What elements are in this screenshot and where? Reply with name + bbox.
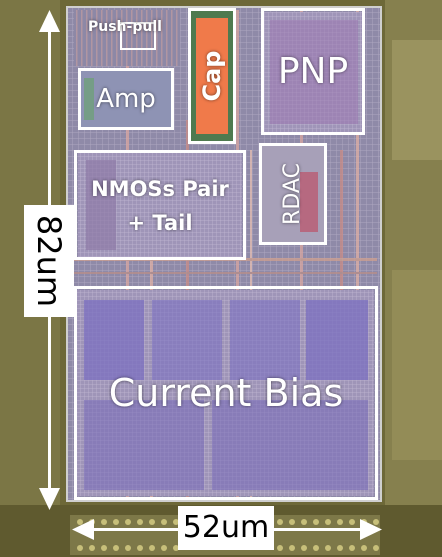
bias-transistor-6 [212, 400, 368, 490]
amp-block [80, 70, 172, 128]
bias-transistor-2 [152, 300, 222, 380]
current-bias-outline [74, 286, 378, 500]
cap-label: Cap [198, 50, 226, 102]
push-pull-outline [120, 22, 156, 50]
width-label-bg [178, 506, 274, 550]
nmos-label-line2: + Tail [127, 210, 193, 235]
bias-transistor-1 [84, 300, 144, 380]
nmos-outline [74, 150, 246, 260]
bias-transistor-4 [306, 300, 368, 380]
nmos-label-line1: NMOSs Pair [91, 176, 229, 201]
rdac-label: RDAC [280, 163, 305, 225]
amp-outline [78, 68, 174, 130]
cap-plate [196, 18, 228, 134]
amp-label: Amp [96, 84, 156, 114]
height-label-bg [24, 205, 74, 317]
width-label: 52um [182, 510, 270, 545]
pnp-core [270, 20, 358, 124]
substrate-pad-right-top [392, 40, 442, 160]
cap-outline [188, 8, 236, 144]
pushpull-block [74, 10, 180, 66]
amp-green-stripe [84, 78, 94, 120]
push-pull-label: Push-pull [88, 19, 162, 35]
rdac-resistor-strip [300, 172, 318, 232]
bias-transistor-3 [230, 300, 300, 380]
current-bias-label: Current Bias [108, 371, 344, 415]
width-arrow-left-icon [72, 519, 94, 540]
rdac-outline [259, 143, 327, 245]
height-arrow-up-icon [39, 10, 60, 32]
height-arrow-down-icon [39, 488, 60, 510]
substrate-pad-right-bottom [392, 270, 442, 460]
width-arrow-right-icon [360, 519, 382, 540]
height-label: 82um [30, 214, 68, 308]
nmos-strip-left [86, 160, 116, 250]
pnp-label: PNP [277, 51, 349, 92]
pnp-outline [261, 8, 365, 135]
bias-transistor-5 [84, 400, 204, 490]
